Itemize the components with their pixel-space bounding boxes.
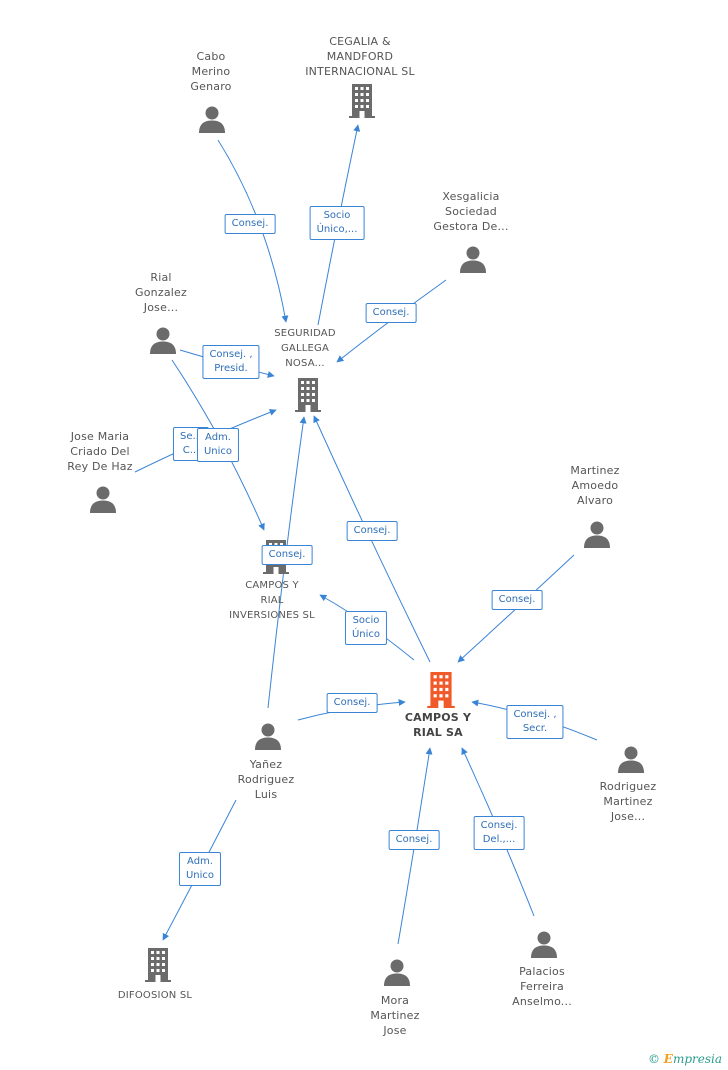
building-icon (349, 84, 375, 118)
node-label-campos-rial-inversiones[interactable]: CAMPOS Y RIAL INVERSIONES SL (229, 580, 315, 621)
person-icon (255, 723, 281, 750)
person-icon (531, 931, 557, 958)
node-label-palacios-ferreira[interactable]: Palacios Ferreira Anselmo... (512, 965, 572, 1008)
person-icon (150, 327, 176, 354)
relation-badge-yanez-campos[interactable]: Consej. (326, 693, 378, 713)
node-label-cegalia-mandford[interactable]: CEGALIA & MANDFORD INTERNACIONAL SL (305, 35, 415, 78)
node-label-difoosion[interactable]: DIFOOSION SL (117, 990, 193, 1001)
relation-badge-yanez-inversiones[interactable]: Consej. (261, 545, 313, 565)
relation-badge-campos-inversiones[interactable]: Socio Único (344, 611, 388, 645)
empresia-logo[interactable]: © Empresia (648, 1052, 722, 1066)
copyright-icon: © (647, 1052, 660, 1066)
node-label-mora-martinez-jose[interactable]: Mora Martinez Jose (370, 994, 420, 1037)
node-label-xesgalicia[interactable]: Xesgalicia Sociedad Gestora De... (433, 190, 509, 233)
person-icon (199, 106, 225, 133)
node-label-jose-maria-criado[interactable]: Jose Maria Criado Del Rey De Haz (67, 430, 133, 473)
relation-badge-mora-campos[interactable]: Consej. (388, 830, 440, 850)
node-label-rodriguez-martinez-jose[interactable]: Rodriguez Martinez Jose... (599, 780, 657, 823)
node-label-seguridad-gallega[interactable]: SEGURIDAD GALLEGA NOSA... (274, 328, 336, 369)
relation-badge-rial-seguridad[interactable]: Consej. , Presid. (202, 345, 260, 379)
brand-name: mpresia (672, 1052, 722, 1066)
node-label-yanez-rodriguez-luis[interactable]: Yañez Rodriguez Luis (237, 758, 295, 801)
relation-badge-cabo-seguridad[interactable]: Consej. (224, 214, 276, 234)
relation-badge-seguridad-cegalia[interactable]: Socio Único,... (309, 206, 365, 240)
person-icon (384, 959, 410, 986)
person-icon (460, 246, 486, 273)
person-icon (90, 486, 116, 513)
node-label-campos-rial-sa[interactable]: CAMPOS Y RIAL SA (404, 711, 472, 739)
building-icon (145, 948, 171, 982)
node-label-cabo-merino-genaro[interactable]: Cabo Merino Genaro (190, 50, 232, 93)
relation-badge-rodriguez-campos[interactable]: Consej. , Secr. (506, 705, 564, 739)
relation-badge-palacios-campos[interactable]: Consej. Del.,... (473, 816, 525, 850)
person-icon (618, 746, 644, 773)
node-label-rial-gonzalez-jose[interactable]: Rial Gonzalez Jose... (135, 271, 187, 314)
relation-badge-campos-seguridad[interactable]: Consej. (346, 521, 398, 541)
brand-initial: E (663, 1052, 673, 1066)
relation-badge-martinez-campos[interactable]: Consej. (491, 590, 543, 610)
relation-badge-yanez-difoosion[interactable]: Adm. Unico (178, 852, 222, 886)
relation-badge-rial-inversiones[interactable]: Adm. Unico (196, 428, 240, 462)
building-icon (295, 378, 321, 412)
relation-badge-xesgalicia-seguridad[interactable]: Consej. (365, 303, 417, 323)
node-label-martinez-amoedo-alvaro[interactable]: Martinez Amoedo Alvaro (570, 464, 620, 507)
building-icon (427, 672, 455, 708)
person-icon (584, 521, 610, 548)
